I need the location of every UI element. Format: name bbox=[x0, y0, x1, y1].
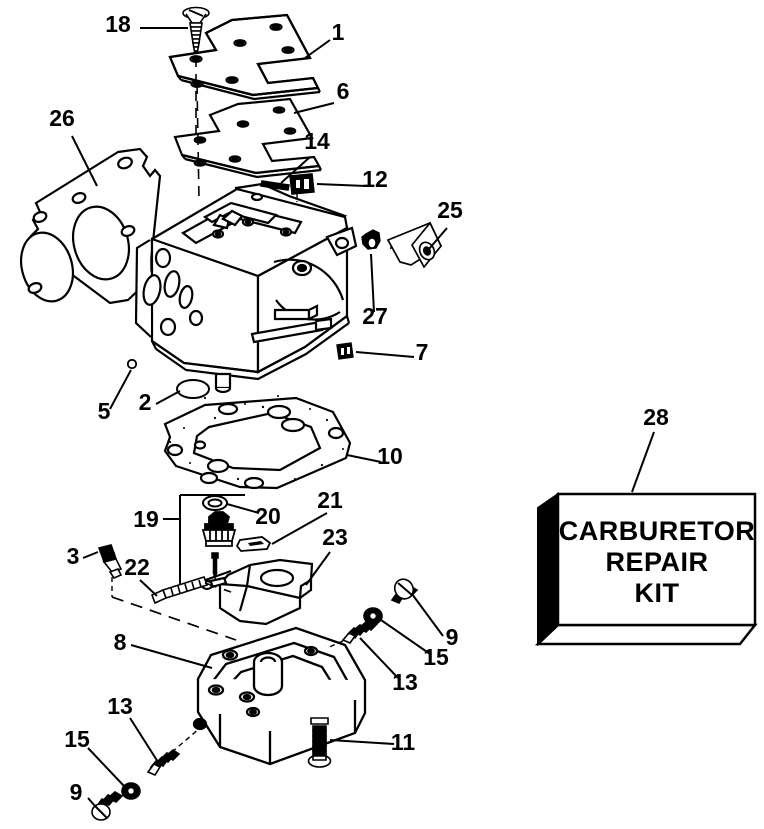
part-float-bowl-icon bbox=[192, 626, 367, 766]
part-seat-washer-20-icon bbox=[202, 495, 228, 511]
part-hinge-pin-22-icon bbox=[150, 576, 209, 605]
callout-7: 7 bbox=[416, 339, 429, 365]
assembly-centerline bbox=[195, 57, 200, 201]
callout-2: 2 bbox=[139, 389, 152, 415]
callout-10: 10 bbox=[377, 443, 403, 469]
callout-6: 6 bbox=[337, 78, 350, 104]
screw-18-icon bbox=[182, 6, 210, 58]
callout-25: 25 bbox=[437, 197, 463, 223]
part-carburetor-body-icon bbox=[134, 182, 358, 394]
part-inlet-seat-icon bbox=[201, 511, 237, 547]
lower-plate-icon bbox=[173, 97, 322, 179]
callout-9-left: 9 bbox=[70, 779, 83, 805]
part-screw-9-right-icon bbox=[390, 578, 419, 605]
part-inlet-needle-icon bbox=[211, 552, 219, 581]
callout-26: 26 bbox=[49, 105, 75, 131]
callout-numbers: 18 1 6 26 14 12 25 27 7 5 2 10 19 20 21 … bbox=[49, 11, 669, 805]
part-float-bowl-gasket-icon bbox=[163, 395, 352, 490]
callout-18: 18 bbox=[105, 11, 131, 37]
callout-5: 5 bbox=[98, 398, 111, 424]
part-oring-5-icon bbox=[126, 358, 138, 370]
part-lock-washer-27-icon bbox=[361, 229, 381, 250]
callout-27: 27 bbox=[362, 303, 388, 329]
leader-lines bbox=[71, 27, 655, 807]
part-float-23-icon bbox=[200, 558, 314, 626]
kit-line-1: CARBURETOR bbox=[559, 516, 756, 546]
callout-15-left: 15 bbox=[64, 726, 90, 752]
callout-11: 11 bbox=[391, 729, 416, 755]
part-idle-jet-3-icon bbox=[97, 544, 123, 597]
part-drain-plug-13-left-icon bbox=[146, 727, 201, 777]
part-screw-11-icon bbox=[307, 717, 332, 768]
part-washer-15-right-icon bbox=[363, 607, 383, 625]
part-flange-gasket-icon bbox=[20, 147, 162, 305]
callout-9-right: 9 bbox=[446, 624, 459, 650]
part-screw-25-icon bbox=[386, 221, 443, 269]
callout-23: 23 bbox=[322, 524, 348, 550]
part-cam-follower-12-icon bbox=[289, 173, 315, 202]
callout-8: 8 bbox=[114, 629, 127, 655]
callout-12: 12 bbox=[362, 166, 388, 192]
part-screw-9-left-icon bbox=[91, 791, 124, 821]
callout-20: 20 bbox=[255, 503, 281, 529]
upper-plate-icon bbox=[168, 13, 321, 101]
callout-14: 14 bbox=[304, 128, 330, 154]
callout-13-left: 13 bbox=[107, 693, 133, 719]
callout-21: 21 bbox=[317, 487, 343, 513]
assembly-dash-line-lower bbox=[111, 582, 237, 641]
part-washer-15-left-icon bbox=[121, 782, 141, 800]
kit-line-3: KIT bbox=[635, 578, 680, 608]
callout-15-right: 15 bbox=[423, 644, 449, 670]
callout-13-right: 13 bbox=[392, 669, 418, 695]
part-plug-7-icon bbox=[336, 342, 354, 360]
callout-28: 28 bbox=[643, 404, 669, 430]
callout-19: 19 bbox=[133, 506, 159, 532]
carburetor-repair-kit-box: CARBURETOR REPAIR KIT bbox=[534, 492, 758, 647]
part-clip-14-icon bbox=[260, 180, 290, 191]
part-welch-plug-2-icon bbox=[176, 379, 210, 399]
callout-1: 1 bbox=[332, 19, 345, 45]
callout-22: 22 bbox=[124, 554, 150, 580]
part-upper-plate-group bbox=[168, 6, 321, 101]
kit-line-2: REPAIR bbox=[605, 547, 708, 577]
callout-3: 3 bbox=[67, 543, 80, 569]
part-float-clip-21-icon bbox=[235, 536, 272, 552]
part-lower-plate-group bbox=[173, 97, 322, 179]
